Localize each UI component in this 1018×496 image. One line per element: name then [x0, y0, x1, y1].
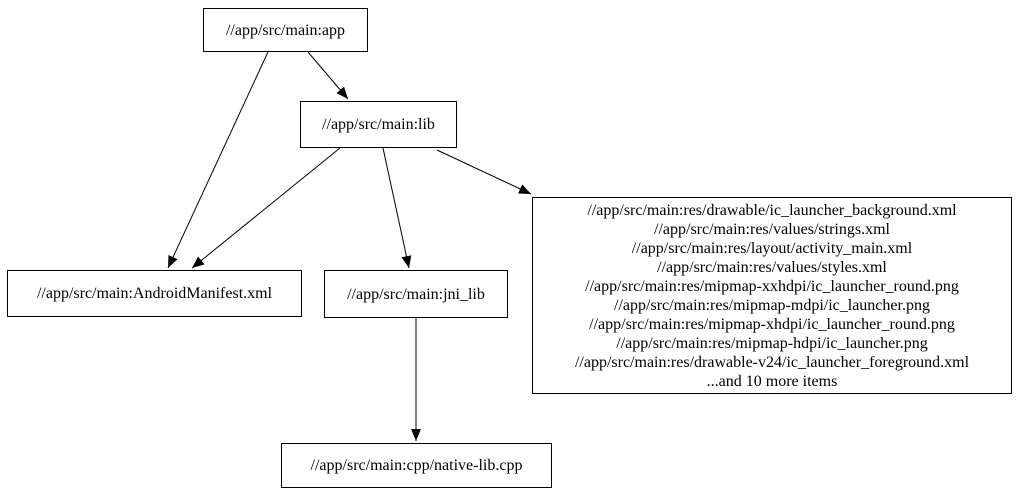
node-jni-lib-label: //app/src/main:jni_lib	[347, 285, 485, 303]
node-res-group-line: //app/src/main:res/mipmap-hdpi/ic_launch…	[616, 334, 928, 352]
node-res-group-line: //app/src/main:res/mipmap-mdpi/ic_launch…	[614, 296, 930, 314]
edge-lib-to-jni-lib	[382, 147, 412, 269]
node-lib-label: //app/src/main:lib	[322, 116, 435, 133]
edge-app-to-manifest	[167, 51, 269, 269]
node-jni-lib: //app/src/main:jni_lib	[324, 270, 508, 318]
node-res-group-line: //app/src/main:res/layout/activity_main.…	[631, 239, 913, 257]
node-res-group-line: //app/src/main:res/mipmap-xxhdpi/ic_laun…	[585, 277, 959, 295]
node-android-manifest: //app/src/main:AndroidManifest.xml	[7, 270, 302, 317]
node-native-lib-cpp: //app/src/main:cpp/native-lib.cpp	[281, 443, 552, 488]
node-res-group-line: //app/src/main:res/values/strings.xml	[654, 220, 890, 238]
node-res-group-line: //app/src/main:res/values/styles.xml	[657, 258, 887, 276]
node-res-group-line: //app/src/main:res/drawable-v24/ic_launc…	[574, 353, 970, 371]
node-lib: //app/src/main:lib	[300, 101, 457, 148]
node-res-group: //app/src/main:res/drawable/ic_launcher_…	[532, 197, 1012, 394]
edge-lib-to-manifest	[191, 147, 341, 269]
node-res-group-line: //app/src/main:res/mipmap-xhdpi/ic_launc…	[589, 315, 955, 333]
node-app-label: //app/src/main:app	[225, 21, 346, 39]
node-android-manifest-label: //app/src/main:AndroidManifest.xml	[36, 285, 273, 302]
node-res-group-line: //app/src/main:res/drawable/ic_launcher_…	[587, 201, 957, 219]
edge-app-to-lib	[307, 51, 349, 100]
node-app: //app/src/main:app	[203, 8, 368, 52]
node-native-lib-cpp-label: //app/src/main:cpp/native-lib.cpp	[310, 457, 523, 474]
edge-lib-to-res-group	[436, 149, 532, 195]
node-res-group-more-items: ...and 10 more items	[706, 372, 838, 390]
